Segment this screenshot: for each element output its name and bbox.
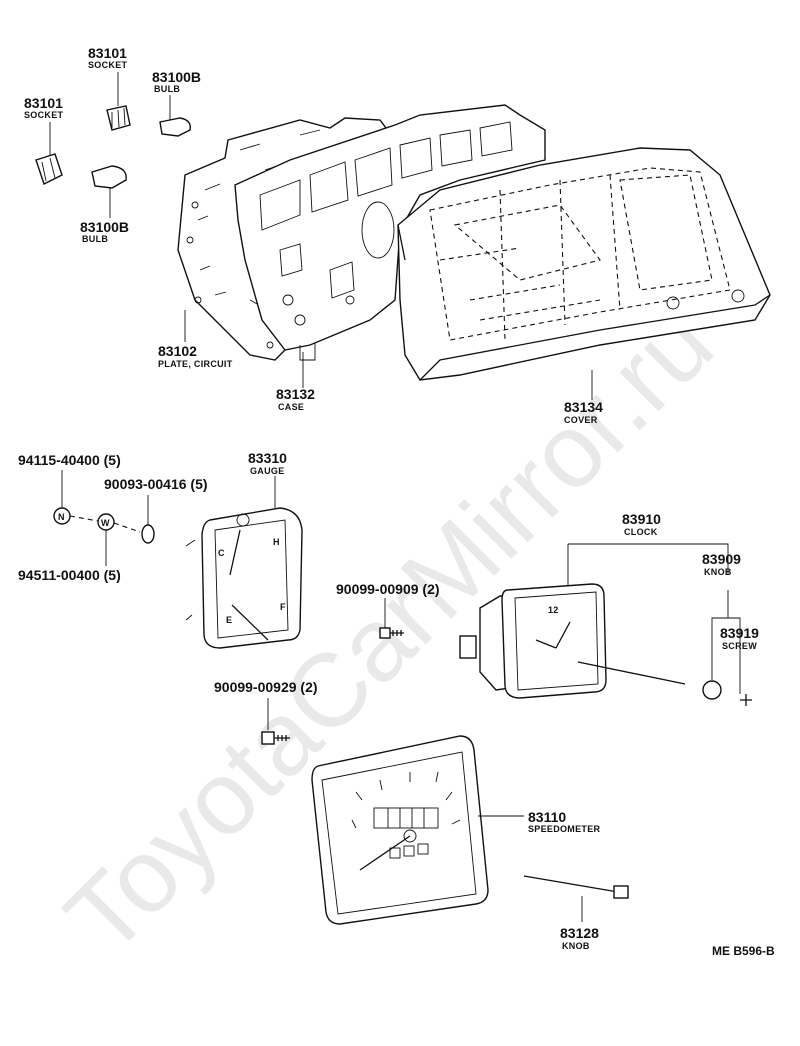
part-name-case: CASE <box>278 402 304 412</box>
part-name-clock-knob: KNOB <box>704 567 732 577</box>
clock-knob-drawing <box>702 680 722 700</box>
part-number-83310: 83310 <box>248 450 287 466</box>
part-name-socket-top: SOCKET <box>88 60 128 70</box>
part-number-83101-top: 83101 <box>88 45 127 61</box>
part-name-plate-circuit: PLATE, CIRCUIT <box>158 359 233 369</box>
part-number-90099-00909: 90099-00909 (2) <box>336 581 440 597</box>
part-number-90099-00929: 90099-00929 (2) <box>214 679 318 695</box>
part-number-83102: 83102 <box>158 343 197 359</box>
clock-screw-drawing <box>740 694 752 706</box>
speedo-knob-drawing <box>523 875 629 899</box>
part-name-bulb-top: BULB <box>154 84 180 94</box>
clock-drawing: 12 <box>459 583 686 699</box>
part-number-94511: 94511-00400 (5) <box>18 567 121 583</box>
part-name-speedometer: SPEEDOMETER <box>528 824 601 834</box>
part-name-socket-left: SOCKET <box>24 110 64 120</box>
part-number-83100b-left: 83100B <box>80 219 129 235</box>
spacer-drawing <box>141 524 155 544</box>
part-number-83110: 83110 <box>528 809 566 825</box>
part-number-83132: 83132 <box>276 386 315 402</box>
part-name-clock: CLOCK <box>624 527 658 537</box>
cover-drawing <box>397 147 771 381</box>
gauge-drawing: C H E F <box>185 507 303 649</box>
screw-b-drawing <box>261 731 290 745</box>
svg-text:F: F <box>280 602 286 612</box>
part-number-83909: 83909 <box>702 551 741 567</box>
part-number-94115: 94115-40400 (5) <box>18 452 121 468</box>
svg-text:12: 12 <box>548 605 559 615</box>
socket-top-drawing <box>106 105 131 131</box>
svg-text:H: H <box>273 537 280 547</box>
part-name-cover: COVER <box>564 415 598 425</box>
svg-text:N: N <box>58 512 65 522</box>
part-name-clock-screw: SCREW <box>722 641 757 651</box>
part-number-83919: 83919 <box>720 625 759 641</box>
nut-symbol: N <box>53 507 71 525</box>
case-drawing <box>234 104 546 361</box>
svg-text:W: W <box>101 518 110 528</box>
socket-left-drawing <box>35 153 63 185</box>
diagram-reference: ME B596-B <box>712 944 775 958</box>
bulb-top-drawing <box>159 117 191 137</box>
part-number-83101-left: 83101 <box>24 95 63 111</box>
svg-text:E: E <box>226 615 232 625</box>
part-name-bulb-left: BULB <box>82 234 108 244</box>
speedometer-drawing <box>311 735 489 925</box>
bulb-left-drawing <box>91 165 127 189</box>
svg-text:C: C <box>218 548 225 558</box>
part-number-83134: 83134 <box>564 399 603 415</box>
part-number-83910: 83910 <box>622 511 661 527</box>
part-name-gauge: GAUGE <box>250 466 285 476</box>
part-number-90093: 90093-00416 (5) <box>104 476 208 492</box>
washer-symbol: W <box>97 513 115 531</box>
part-number-83100b-top: 83100B <box>152 69 201 85</box>
part-name-speedo-knob: KNOB <box>562 941 590 951</box>
part-number-83128: 83128 <box>560 925 599 941</box>
